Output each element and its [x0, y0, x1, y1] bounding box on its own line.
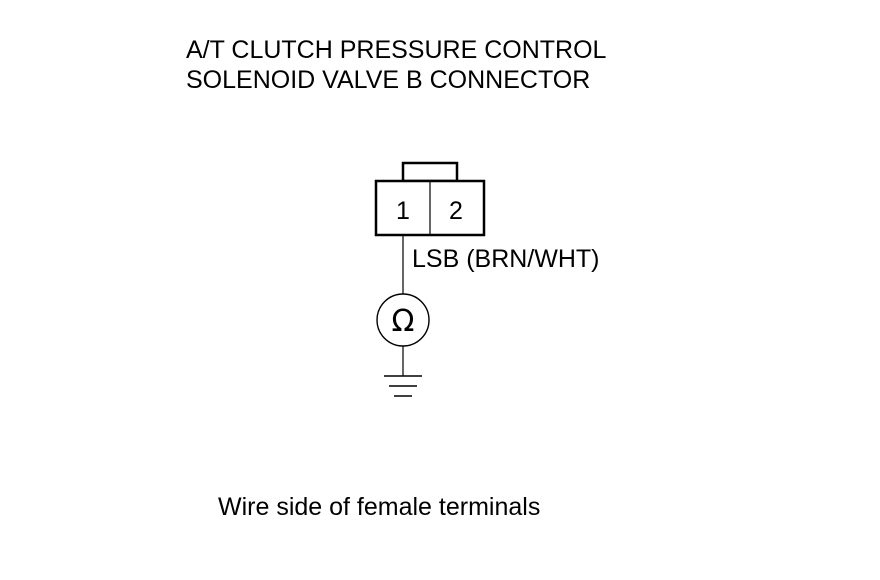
diagram-title: A/T CLUTCH PRESSURE CONTROL SOLENOID VAL…: [186, 35, 606, 95]
connector-lock-tab: [401, 161, 459, 183]
diagram-caption: Wire side of female terminals: [218, 493, 541, 521]
pin-1-label: 1: [396, 197, 410, 225]
pin-2-label: 2: [449, 197, 463, 225]
ground-icon: [384, 375, 422, 397]
ohm-symbol: Ω: [392, 304, 415, 339]
ohmmeter-icon: Ω: [376, 293, 430, 347]
title-line-1: A/T CLUTCH PRESSURE CONTROL: [186, 36, 607, 64]
wire-label: LSB (BRN/WHT): [412, 245, 600, 273]
title-line-2: SOLENOID VALVE B CONNECTOR: [186, 66, 591, 94]
